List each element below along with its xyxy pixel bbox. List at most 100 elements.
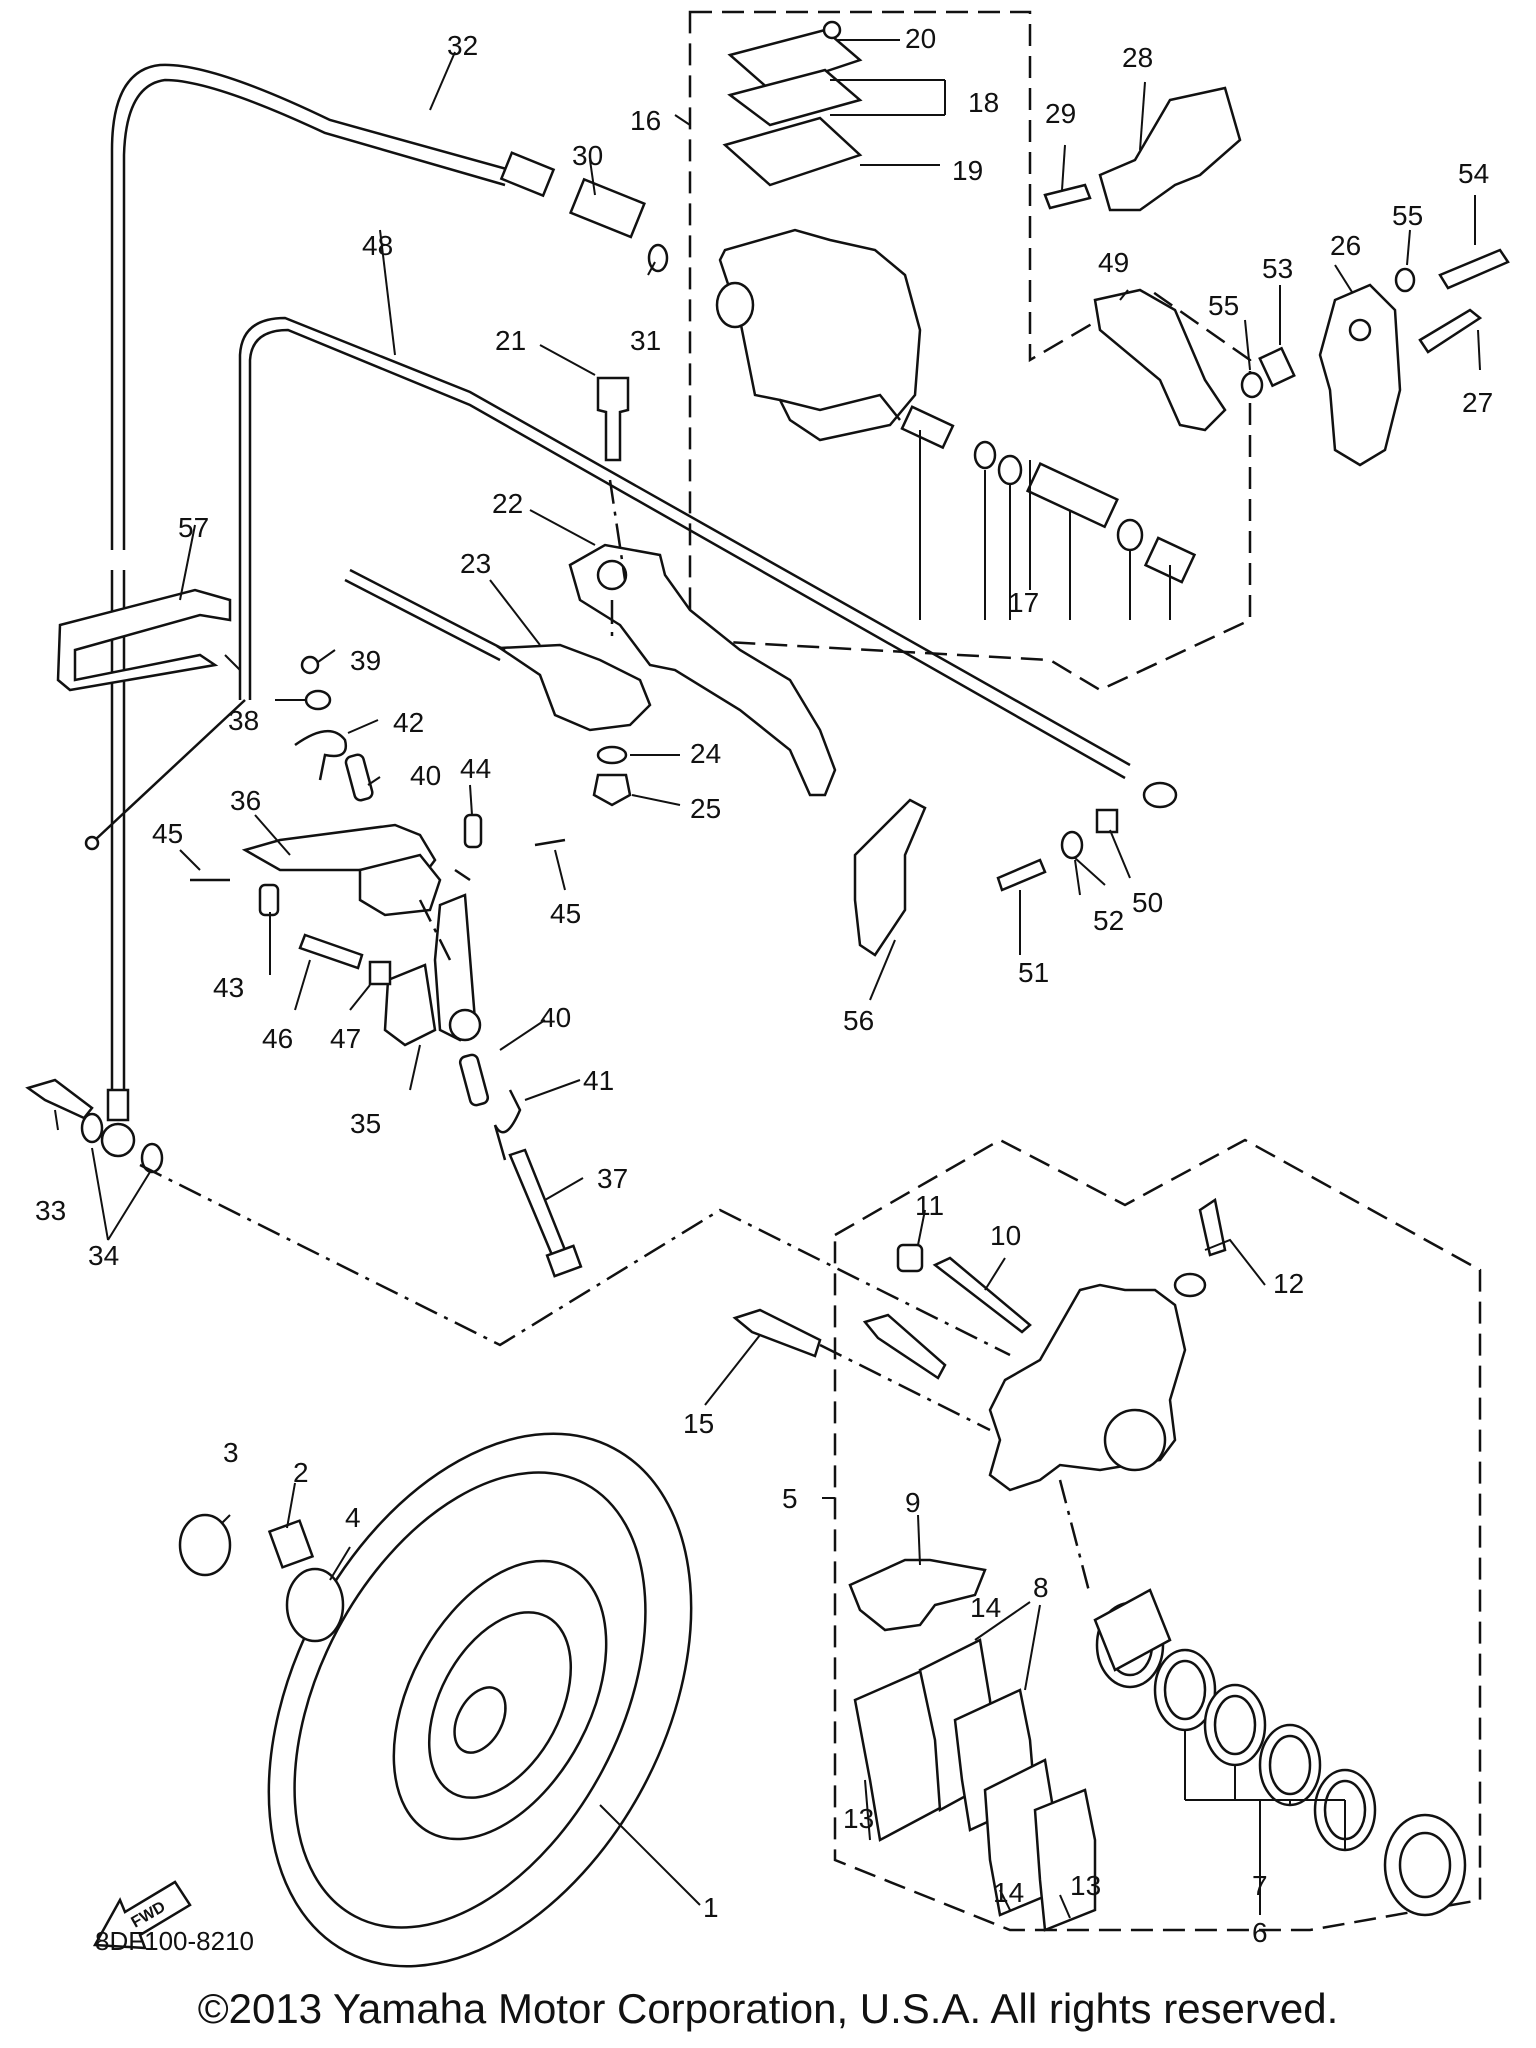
callout-50: 50 (1132, 887, 1163, 918)
callout-36: 36 (230, 785, 261, 816)
callout-3: 3 (223, 1437, 239, 1468)
bolt-37 (508, 1148, 567, 1257)
pin-43 (258, 883, 280, 917)
callout-34: 34 (88, 1240, 119, 1271)
callout-13-b: 13 (1070, 1870, 1101, 1901)
drawing-number: 8DF100-8210 (95, 1926, 254, 1956)
washer-24 (596, 745, 628, 765)
callout-42: 42 (393, 707, 424, 738)
callout-7: 7 (1252, 1870, 1268, 1901)
callout-2: 2 (293, 1457, 309, 1488)
callout-5: 5 (782, 1483, 798, 1514)
pin-40-b (458, 1053, 490, 1107)
circlip-3 (178, 1513, 232, 1577)
bolt-27 (1418, 308, 1483, 354)
callout-31: 31 (630, 325, 661, 356)
bolt-51 (996, 858, 1047, 892)
bolt-21 (596, 376, 630, 462)
collar-50 (1095, 808, 1119, 834)
callout-57: 57 (178, 512, 209, 543)
washer-52 (1060, 830, 1084, 860)
callout-17: 17 (1008, 587, 1039, 618)
switch-28 (1098, 86, 1242, 212)
callout-6: 6 (1252, 1917, 1268, 1948)
copyright-notice: ©2013 Yamaha Motor Corporation, U.S.A. A… (197, 1985, 1339, 2032)
callout-38: 38 (228, 705, 259, 736)
bleed-screw-12 (1198, 1197, 1227, 1257)
callout-24: 24 (690, 738, 721, 769)
pin-44 (463, 813, 483, 849)
callout-44: 44 (460, 753, 491, 784)
callout-9: 9 (905, 1487, 921, 1518)
brake-pad-13-b (1033, 1788, 1097, 1932)
leader-lines (54, 39, 1481, 1919)
callout-47: 47 (330, 1023, 361, 1054)
callout-49: 49 (1098, 247, 1129, 278)
callout-52: 52 (1093, 905, 1124, 936)
callout-35: 35 (350, 1108, 381, 1139)
diaphragm-19 (722, 116, 863, 187)
callout-26: 26 (1330, 230, 1361, 261)
callout-18: 18 (968, 87, 999, 118)
bolt-15-a (732, 1308, 822, 1358)
callout-40-b: 40 (540, 1002, 571, 1033)
washer-4 (285, 1567, 345, 1643)
key-2 (267, 1519, 315, 1569)
bolt-54 (1438, 248, 1510, 290)
nut-38 (304, 689, 332, 711)
callout-11: 11 (915, 1190, 944, 1221)
callout-20: 20 (905, 23, 936, 54)
callout-23: 23 (460, 548, 491, 579)
bolt-33 (25, 1078, 94, 1120)
callout-46: 46 (262, 1023, 293, 1054)
reservoir-cap-18 (727, 28, 863, 92)
callout-51: 51 (1018, 957, 1049, 988)
switch-23 (496, 643, 652, 732)
spring-41 (493, 1089, 522, 1161)
spring-42 (294, 730, 348, 781)
bracket-26 (1318, 283, 1402, 467)
pad-spring-9 (848, 1558, 987, 1632)
callout-10: 10 (990, 1220, 1021, 1251)
collar-47 (368, 960, 392, 986)
callout-54: 54 (1458, 158, 1489, 189)
callout-16: 16 (630, 105, 661, 136)
screw-20 (822, 20, 842, 40)
callout-56: 56 (843, 1005, 874, 1036)
callout-41: 41 (583, 1065, 614, 1096)
brake-lever-22 (568, 543, 837, 797)
master-cylinder-boundary (688, 10, 1252, 692)
callout-37: 37 (597, 1163, 628, 1194)
plug-11 (896, 1243, 924, 1273)
pin-40-a (344, 753, 374, 802)
callout-labels: 1 2 3 4 5 6 7 8 9 10 11 12 13 13 14 14 1… (35, 23, 1493, 1948)
caliper-boundary (833, 1138, 1482, 1932)
callout-25: 25 (690, 793, 721, 824)
bolt-15-b (862, 1313, 947, 1380)
callout-55-b: 55 (1208, 290, 1239, 321)
callout-39: 39 (350, 645, 381, 676)
callout-22: 22 (492, 488, 523, 519)
washer-55-b (1240, 371, 1264, 399)
callout-14-a: 14 (970, 1592, 1001, 1623)
callout-12: 12 (1273, 1268, 1304, 1299)
callout-27: 27 (1462, 387, 1493, 418)
connector-lines (139, 1163, 1011, 1357)
brake-cable-48 (238, 316, 1131, 767)
callout-1: 1 (703, 1892, 719, 1923)
collar-53 (1258, 346, 1296, 388)
pistons-6 (1093, 1588, 1467, 1917)
callout-14-b: 14 (993, 1877, 1024, 1908)
washer-55-a (1394, 267, 1416, 293)
callout-53: 53 (1262, 253, 1293, 284)
callout-28: 28 (1122, 42, 1153, 73)
brake-cable-32 (110, 63, 511, 550)
callout-40-a: 40 (410, 760, 441, 791)
callout-15: 15 (683, 1408, 714, 1439)
callout-4: 4 (345, 1502, 361, 1533)
nut-39 (300, 655, 320, 675)
callout-13-a: 13 (843, 1803, 874, 1834)
callout-32: 32 (447, 30, 478, 61)
callout-8: 8 (1033, 1572, 1049, 1603)
